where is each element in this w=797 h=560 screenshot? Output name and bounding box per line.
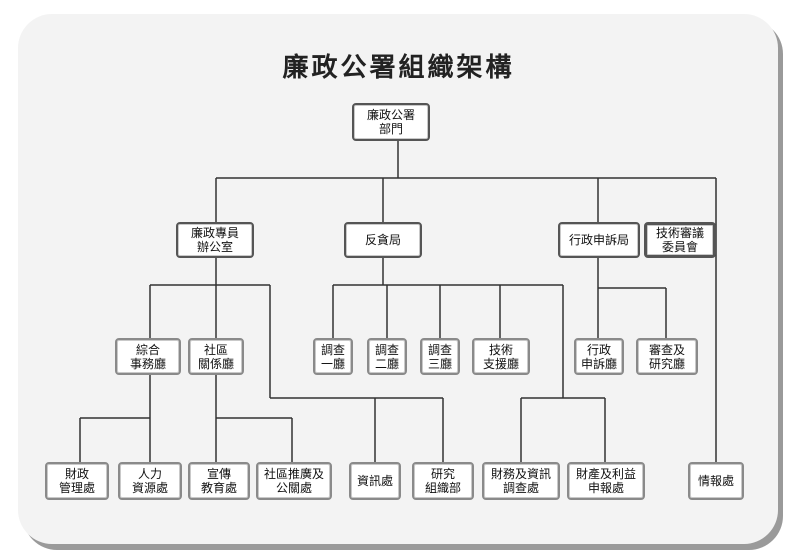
chart-title: 廉政公署組織架構 [282, 53, 515, 83]
org-chart-card [18, 14, 778, 544]
node-investigation-2: 調查 二廳 [367, 338, 407, 375]
node-community-relations: 社區 關係廳 [188, 338, 244, 375]
node-investigation-1: 調查 一廳 [313, 338, 353, 375]
node-administrative-complaints-bureau: 行政申訴局 [558, 222, 640, 258]
node-general-affairs: 綜合 事務廳 [115, 338, 181, 375]
node-anticorruption-bureau: 反貪局 [344, 222, 422, 258]
node-investigation-3: 調查 三廳 [420, 338, 460, 375]
node-technical-committee: 技術審議 委員會 [644, 222, 716, 258]
node-financial-information-investigation: 財務及資訊 調查處 [482, 462, 560, 500]
node-human-resources: 人力 資源處 [118, 462, 182, 500]
node-intelligence: 情報處 [688, 462, 744, 500]
node-root: 廉政公署 部門 [352, 103, 430, 141]
node-review-research: 審查及 研究廳 [636, 338, 698, 375]
node-executive-office: 廉政專員 辦公室 [176, 222, 254, 258]
node-assets-interests-declaration: 財產及利益 申報處 [567, 462, 645, 500]
node-promotion-education: 宣傳 教育處 [188, 462, 250, 500]
node-technical-support: 技術 支援廳 [472, 338, 530, 375]
node-information: 資訊處 [349, 462, 401, 500]
node-research-organization: 研究 組織部 [412, 462, 474, 500]
node-community-promotion-pr: 社區推廣及 公關處 [256, 462, 332, 500]
node-administrative-complaints-dept: 行政 申訴廳 [574, 338, 624, 375]
node-finance-management: 財政 管理處 [45, 462, 109, 500]
